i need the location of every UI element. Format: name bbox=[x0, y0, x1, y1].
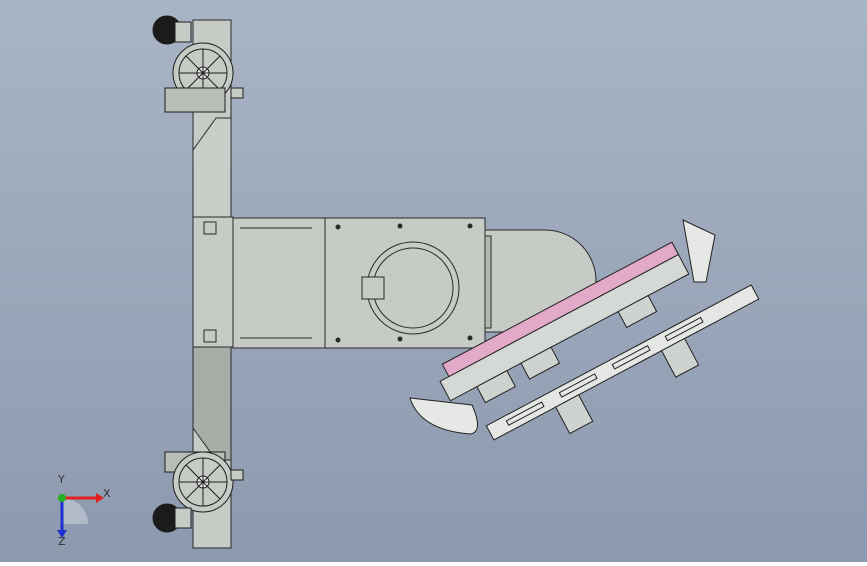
bottom-caster-fork bbox=[174, 507, 192, 529]
scraper-blade-left[interactable] bbox=[409, 397, 478, 435]
triad-quadrant bbox=[62, 498, 88, 524]
bolt bbox=[467, 335, 473, 341]
bracket-slot bbox=[611, 345, 651, 370]
slotted-bracket[interactable] bbox=[485, 284, 760, 441]
bolt bbox=[335, 337, 341, 343]
bolt bbox=[335, 224, 341, 230]
top-caster-pin bbox=[230, 87, 244, 99]
coordinate-triad: X Y Z bbox=[44, 474, 114, 550]
junction-square-top bbox=[203, 221, 217, 235]
keyway bbox=[361, 276, 385, 300]
bottom-handwheel-spokes bbox=[179, 458, 227, 506]
x-axis-arrowhead bbox=[96, 493, 104, 503]
motor-block bbox=[476, 370, 517, 404]
extension-flange bbox=[484, 235, 492, 329]
rail-junction bbox=[192, 216, 234, 348]
triad-graphic bbox=[57, 493, 104, 538]
top-caster[interactable] bbox=[152, 15, 244, 113]
motor-block bbox=[520, 346, 561, 380]
tool-head-assembly[interactable] bbox=[409, 219, 773, 476]
y-axis-dot bbox=[58, 494, 66, 502]
body-left-section[interactable] bbox=[232, 217, 326, 349]
upper-gusset-plate bbox=[192, 117, 232, 218]
bolt bbox=[397, 223, 403, 229]
lower-motor bbox=[554, 394, 594, 435]
guide-carriage bbox=[439, 253, 690, 402]
bracket-slot bbox=[558, 373, 598, 398]
junction-square-bottom bbox=[203, 329, 217, 343]
bolt bbox=[467, 223, 473, 229]
scraper-blade-right[interactable] bbox=[682, 219, 716, 283]
top-handwheel-spokes bbox=[179, 49, 227, 97]
z-axis-arrowhead bbox=[57, 530, 67, 538]
top-caster-mount bbox=[164, 87, 226, 113]
bottom-caster-pin bbox=[230, 469, 244, 481]
bolt bbox=[397, 336, 403, 342]
bracket-slot bbox=[664, 316, 704, 342]
top-caster-fork bbox=[174, 21, 192, 43]
lower-motor bbox=[660, 337, 700, 378]
z-axis-label: Z bbox=[58, 535, 66, 548]
x-axis-label: X bbox=[103, 487, 111, 500]
y-axis-label: Y bbox=[58, 473, 65, 486]
bottom-caster[interactable] bbox=[152, 451, 244, 533]
bracket-slot bbox=[505, 401, 545, 426]
motor-block bbox=[617, 294, 658, 329]
